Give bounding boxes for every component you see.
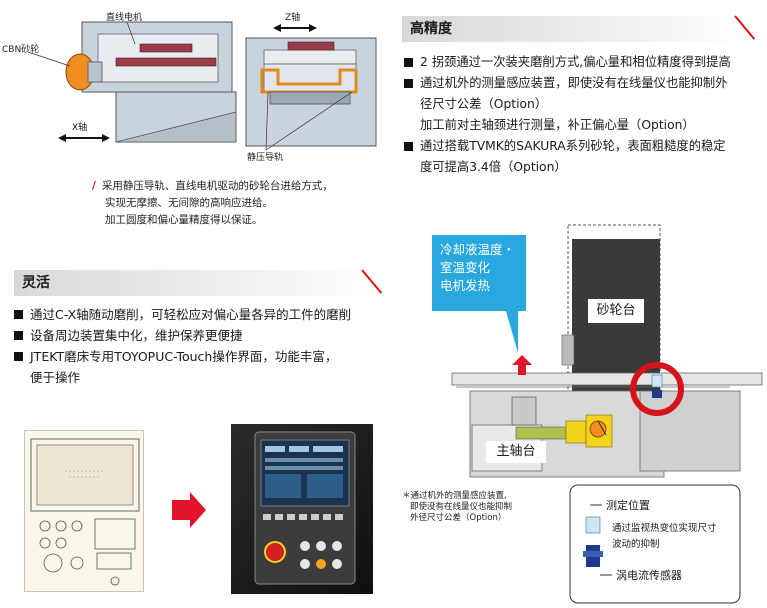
flexible-item-1: 通过C-X轴随动磨削，可轻松应对偏心量各异的工件的磨削 [14, 304, 384, 325]
old-control-panel-svg [30, 438, 140, 586]
wheel-head-label: 砂轮台 [588, 299, 644, 323]
section-flexible-title-text: 灵活 [22, 275, 50, 291]
callout-line-3: 电机发热 [440, 278, 491, 293]
precision-item-4: 通过搭载TVMK的SAKURA系列砂轮，表面粗糙度的稳定 [404, 136, 764, 157]
note-feed-system: / 采用静压导轨、直线电机驱动的砂轮台进给方式， 实现无摩擦、无间隙的高响应进给。… [92, 178, 333, 229]
note-line-1: 采用静压导轨、直线电机驱动的砂轮台进给方式， [101, 180, 333, 192]
footnote-line-3: 外径尺寸公差（Option） [410, 513, 507, 523]
spindle-label: 主轴台 [486, 441, 546, 463]
legend-sensor-label: 涡电流传感器 [616, 569, 682, 582]
flexible-list: 通过C-X轴随动磨削，可轻松应对偏心量各异的工件的磨削 设备周边装置集中化，维护… [14, 304, 384, 388]
thermal-diagram: 冷却液温度・ 室温变化 电机发热 砂轮台 主轴台 ＊通过机外的测量感应装置, 即… [400, 215, 767, 608]
precision-item-4-cont: 度可提高3.4倍（Option） [420, 160, 567, 174]
callout-line-1: 冷却液温度・ [440, 242, 516, 257]
legend-desc-line-2: 波动的抑制 [612, 539, 660, 550]
footnote-line-2: 即使没有在线量仪也能抑制 [410, 502, 513, 512]
thermal-diagram-svg [432, 224, 763, 604]
footnote-line-1: ＊通过机外的测量感应装置, [402, 491, 507, 501]
section-precision-title: 高精度 [402, 15, 756, 42]
note-line-2: 实现无摩擦、无间隙的高响应进给。 [105, 197, 273, 209]
thermal-callout: 冷却液温度・ 室温变化 电机发热 [440, 241, 515, 295]
section-precision-title-text: 高精度 [410, 21, 452, 37]
title-slash-decor-2 [734, 15, 756, 40]
precision-item-2-cont: 径尺寸公差（Option） [420, 97, 548, 111]
legend-description: 通过监视热变位实现尺寸 波动的抑制 [612, 521, 717, 553]
flexible-item-4-text: 便于操作 [30, 370, 81, 385]
precision-item-1: 2 拐颈通过一次装夹磨削方式,偏心量和相位精度得到提高 [404, 52, 764, 73]
precision-item-3: 加工前对主轴颈进行测量，补正偏心量（Option） [420, 118, 695, 132]
note-line-3: 加工圆度和偏心量精度得以保证。 [105, 214, 263, 226]
precision-item-2: 通过机外的测量感应装置，即使没有在线量仪也能抑制外 [404, 73, 764, 94]
section-flexible-title: 灵活 [14, 269, 383, 296]
toyopuc-touch-panel-image [231, 424, 373, 594]
toyopuc-touch-panel-svg [254, 431, 356, 585]
note-mark: / [92, 180, 96, 192]
callout-line-2: 室温变化 [440, 260, 491, 275]
diagram-footnote: ＊通过机外的测量感应装置, 即使没有在线量仪也能抑制 外径尺寸公差（Option… [402, 491, 512, 524]
label-hydrostatic-guide: 静压导轨 [247, 153, 284, 163]
legend-desc-line-1: 通过监视热变位实现尺寸 [612, 523, 717, 534]
upgrade-arrow-icon [172, 492, 206, 532]
flexible-item-4: 便于操作 [14, 367, 384, 388]
old-control-panel-image [24, 430, 144, 592]
legend-position-label: 测定位置 [606, 499, 650, 512]
label-cbn-wheel: CBN砂轮 [2, 45, 40, 55]
flexible-item-3: JTEKT磨床专用TOYOPUC-Touch操作界面，功能丰富， [14, 346, 384, 367]
title-slash-decor [361, 269, 383, 294]
label-x-axis: X轴 [72, 123, 88, 133]
label-linear-motor: 直线电机 [106, 13, 143, 23]
label-z-axis: Z轴 [285, 13, 301, 23]
guide-diagram: 直线电机 Z轴 CBN砂轮 X轴 静压导轨 [0, 0, 400, 175]
guide-diagram-svg [27, 21, 377, 151]
flexible-item-2: 设备周边装置集中化，维护保养更便捷 [14, 325, 384, 346]
precision-list: 2 拐颈通过一次装夹磨削方式,偏心量和相位精度得到提高 通过机外的测量感应装置，… [404, 52, 764, 178]
